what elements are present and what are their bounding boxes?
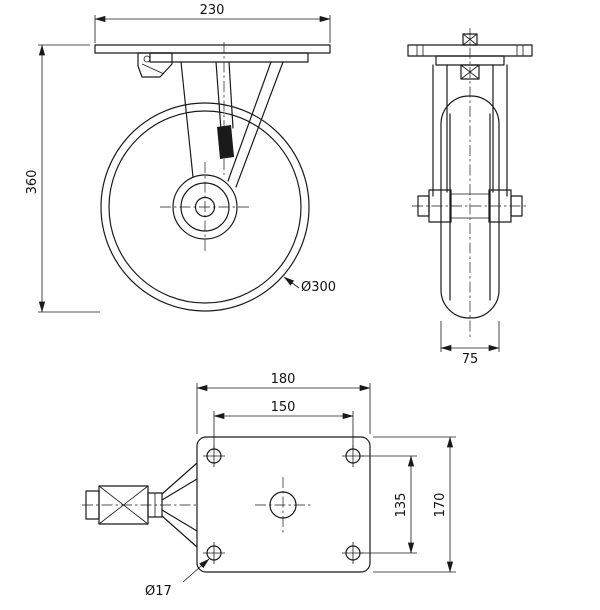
plan-brake-assembly	[82, 462, 198, 548]
front-axle-hardware	[412, 189, 528, 223]
front-fork-legs	[432, 64, 508, 197]
dim-plate-width-230: 230	[94, 3, 331, 43]
dim-360-label: 360	[25, 170, 40, 195]
front-kingpin-bolt	[462, 33, 478, 46]
dim-hole-spacing-135: 135	[361, 455, 417, 554]
dim-plate-width-180: 180	[196, 372, 371, 434]
dim-135-label: 135	[394, 493, 409, 518]
dim-overall-height-360: 360	[25, 44, 100, 313]
callout-hole-diameter: Ø17	[145, 558, 210, 599]
side-top-plate	[94, 44, 331, 54]
plan-mounting-plate	[196, 436, 371, 573]
dim-170-label: 170	[433, 493, 448, 518]
tire-inner-circle	[108, 110, 302, 304]
front-wheel	[440, 95, 500, 319]
side-wheel	[100, 102, 310, 312]
dim-plate-depth-170: 170	[373, 436, 456, 573]
dim-180-label: 180	[271, 372, 296, 387]
side-view: 230 360	[25, 3, 336, 313]
dim-150-label: 150	[271, 400, 296, 415]
dim-230-label: 230	[200, 3, 225, 18]
dim-d300-label: Ø300	[301, 280, 336, 295]
front-view: 75	[407, 28, 533, 367]
dim-hole-spacing-150: 150	[213, 400, 354, 449]
hub-outer-circle	[172, 174, 238, 240]
grease-fitting	[217, 125, 234, 159]
side-swivel-housing	[149, 52, 309, 63]
top-view: 180 150	[82, 372, 456, 599]
dim-75-label: 75	[462, 352, 479, 367]
plan-center-hole	[255, 477, 311, 533]
side-fork	[180, 61, 284, 188]
side-brake-pedal	[137, 52, 173, 78]
wheel-outer-circle	[100, 102, 310, 312]
plan-bolt-holes	[203, 445, 364, 564]
front-kingpin-nut	[460, 64, 480, 80]
callout-wheel-diameter: Ø300	[283, 276, 336, 295]
dim-wheel-width-75: 75	[440, 321, 500, 367]
dim-d17-label: Ø17	[145, 584, 172, 599]
